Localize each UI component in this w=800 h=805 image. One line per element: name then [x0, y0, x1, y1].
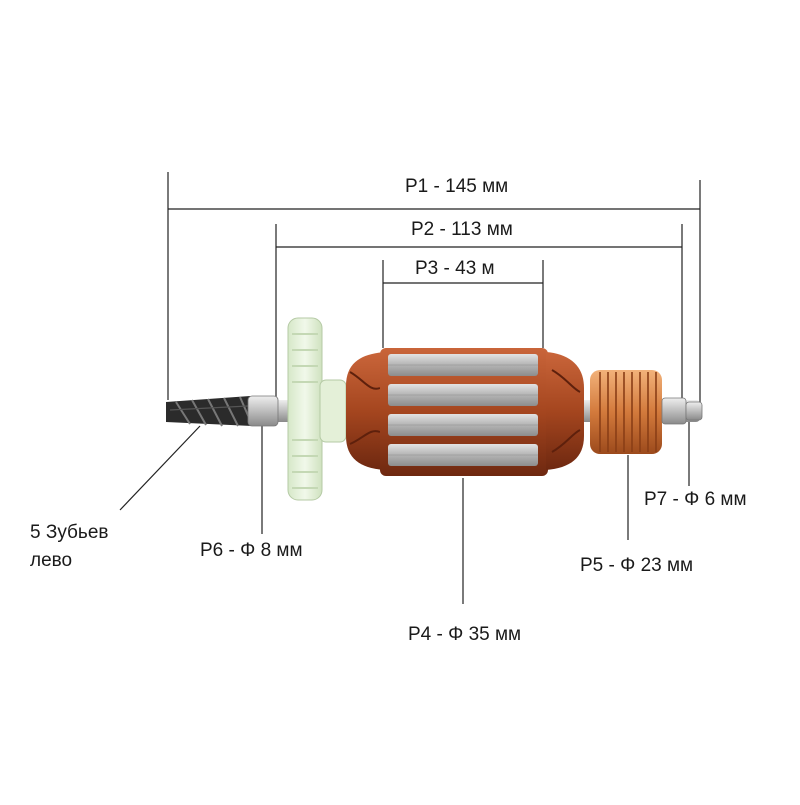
p1-label: P1 - 145 мм [405, 176, 509, 197]
teeth-leader-line [119, 425, 201, 511]
p5-label: P5 - Φ 23 мм [580, 555, 694, 576]
gear-teeth-direction: лево [30, 550, 73, 571]
fan-gear [287, 317, 347, 501]
p3-label: P3 - 43 м [415, 258, 495, 279]
right-winding [546, 352, 584, 470]
laminated-core [380, 348, 548, 476]
p4-label: P4 - Φ 35 мм [408, 624, 522, 645]
helical-gear-tip [166, 396, 252, 427]
shaft-collar [247, 395, 279, 427]
left-winding [346, 352, 384, 470]
shaft-end [685, 401, 703, 421]
dimension-lines [119, 172, 701, 604]
p2-label: P2 - 113 мм [411, 219, 513, 240]
gear-teeth-count: 5 Зубьев [30, 522, 109, 543]
p7-label: P7 - Φ 6 мм [644, 489, 747, 510]
p6-label: P6 - Φ 8 мм [200, 540, 303, 561]
gear-teeth-note: 5 Зубьев лево [30, 519, 170, 575]
armature-part [166, 317, 703, 501]
commutator [590, 370, 662, 454]
end-bushing [661, 397, 687, 425]
